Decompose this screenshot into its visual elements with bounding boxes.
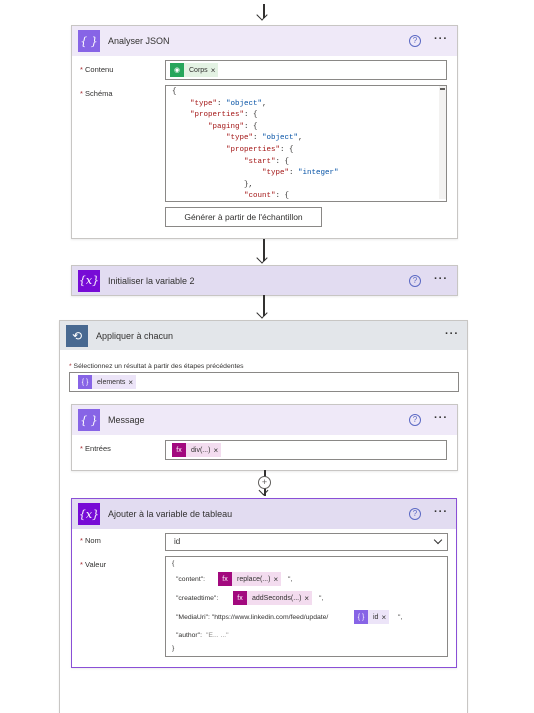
compose-icon: { } bbox=[78, 409, 100, 431]
scrollbar[interactable] bbox=[439, 86, 446, 199]
variable-icon: {x} bbox=[78, 269, 100, 292]
more-options-icon[interactable]: ··· bbox=[445, 328, 459, 340]
mediauri-suffix: ", bbox=[398, 614, 403, 621]
name-dropdown[interactable]: id bbox=[165, 533, 448, 551]
parse-json-card: { } Analyser JSON ? ··· * Contenu ◉ Corp… bbox=[71, 25, 458, 239]
createdtime-key: "createdtime": bbox=[176, 595, 219, 602]
help-icon[interactable]: ? bbox=[409, 508, 421, 520]
parse-json-icon: { } bbox=[354, 610, 368, 624]
elements-token[interactable]: { } elements × bbox=[78, 375, 137, 389]
apply-to-each-header[interactable]: ⟲ Appliquer à chacun ··· bbox=[60, 321, 467, 350]
schema-line: "start": { bbox=[244, 157, 290, 166]
select-output-field[interactable]: { } elements × bbox=[69, 372, 459, 392]
help-icon[interactable]: ? bbox=[409, 414, 421, 426]
inputs-field[interactable]: fx div(...) × bbox=[165, 440, 447, 460]
function-icon: fx bbox=[172, 443, 186, 457]
content-label: * Contenu bbox=[80, 65, 114, 74]
replace-token[interactable]: fx replace(...) × bbox=[218, 572, 282, 586]
scrollbar-thumb[interactable] bbox=[440, 88, 445, 90]
content-key: "content": bbox=[176, 576, 206, 583]
value-editor[interactable]: { "content": fx replace(...) × ", "creat… bbox=[165, 556, 448, 657]
schema-line: "properties": { bbox=[190, 111, 258, 120]
more-options-icon[interactable]: ··· bbox=[434, 273, 448, 285]
schema-line: }, bbox=[172, 180, 254, 189]
inputs-label: * Entrées bbox=[80, 444, 111, 453]
generate-from-sample-button[interactable]: Générer à partir de l'échantillon bbox=[165, 207, 322, 227]
card-title: Message bbox=[108, 415, 145, 425]
remove-token-icon[interactable]: × bbox=[381, 612, 387, 622]
mediauri-key: "MediaUri": "https://www.linkedin.com/fe… bbox=[176, 614, 329, 621]
schema-line: "properties": { bbox=[226, 145, 294, 154]
loop-icon: ⟲ bbox=[66, 324, 88, 347]
author-key: "author": bbox=[176, 632, 202, 639]
schema-line: { bbox=[172, 88, 177, 96]
card-title: Initialiser la variable 2 bbox=[108, 275, 195, 286]
author-value: "E... ..." bbox=[206, 632, 229, 639]
schema-line: "type": "object", bbox=[226, 134, 303, 143]
append-array-header[interactable]: {x} Ajouter à la variable de tableau ? ·… bbox=[72, 499, 456, 529]
chevron-down-icon[interactable] bbox=[433, 535, 443, 545]
value-label: * Valeur bbox=[80, 560, 107, 569]
remove-token-icon[interactable]: × bbox=[304, 593, 310, 603]
init-variable-card: {x} Initialiser la variable 2 ? ··· bbox=[71, 265, 458, 296]
http-icon: ◉ bbox=[170, 63, 184, 77]
close-brace: } bbox=[172, 645, 175, 652]
more-options-icon[interactable]: ··· bbox=[434, 412, 448, 424]
connector-arrow bbox=[256, 295, 272, 320]
name-label: * Nom bbox=[80, 536, 101, 545]
remove-token-icon[interactable]: × bbox=[210, 65, 216, 75]
schema-label: * Schéma bbox=[80, 89, 113, 98]
id-token[interactable]: { } id × bbox=[354, 610, 390, 624]
name-value: id bbox=[174, 537, 181, 546]
schema-code[interactable]: { "type": "object", "properties": { "pag… bbox=[172, 87, 339, 201]
schema-line: "count": { bbox=[244, 192, 290, 201]
addseconds-token[interactable]: fx addSeconds(...) × bbox=[233, 591, 313, 605]
apply-to-each-card: ⟲ Appliquer à chacun ··· * Sélectionnez … bbox=[59, 320, 468, 713]
content-suffix: ", bbox=[288, 576, 293, 583]
connector-arrow bbox=[256, 4, 272, 22]
schema-line: "type": "integer" bbox=[262, 169, 339, 178]
init-variable-header[interactable]: {x} Initialiser la variable 2 ? ··· bbox=[72, 266, 457, 295]
content-token[interactable]: ◉ Corps × bbox=[170, 63, 219, 77]
connector-arrow bbox=[256, 239, 272, 265]
function-icon: fx bbox=[218, 572, 232, 586]
content-field[interactable]: ◉ Corps × bbox=[165, 60, 447, 80]
open-brace: { bbox=[172, 560, 175, 567]
add-step-icon[interactable]: + bbox=[258, 476, 271, 489]
select-output-label: * Sélectionnez un résultat à partir des … bbox=[69, 363, 244, 370]
function-icon: fx bbox=[233, 591, 247, 605]
createdtime-suffix: ", bbox=[319, 595, 324, 602]
help-icon[interactable]: ? bbox=[409, 35, 421, 47]
remove-token-icon[interactable]: × bbox=[273, 574, 279, 584]
append-array-card: {x} Ajouter à la variable de tableau ? ·… bbox=[71, 498, 457, 668]
help-icon[interactable]: ? bbox=[409, 275, 421, 287]
remove-token-icon[interactable]: × bbox=[128, 377, 134, 387]
message-card: { } Message ? ··· * Entrées fx div(...) … bbox=[71, 404, 458, 471]
card-title: Appliquer à chacun bbox=[96, 330, 174, 341]
expression-token[interactable]: fx div(...) × bbox=[172, 443, 222, 457]
more-options-icon[interactable]: ··· bbox=[434, 506, 448, 518]
card-title: Ajouter à la variable de tableau bbox=[108, 509, 233, 519]
parse-json-icon: { } bbox=[78, 30, 100, 52]
schema-line: "type": "object", bbox=[190, 99, 267, 108]
schema-editor[interactable]: { "type": "object", "properties": { "pag… bbox=[165, 85, 447, 202]
message-header[interactable]: { } Message ? ··· bbox=[72, 405, 457, 435]
parse-json-header[interactable]: { } Analyser JSON ? ··· bbox=[72, 26, 457, 56]
schema-line: "paging": { bbox=[208, 122, 258, 131]
remove-token-icon[interactable]: × bbox=[213, 445, 219, 455]
more-options-icon[interactable]: ··· bbox=[434, 33, 448, 45]
parse-json-icon: { } bbox=[78, 375, 92, 389]
variable-icon: {x} bbox=[78, 503, 100, 525]
card-title: Analyser JSON bbox=[108, 36, 170, 46]
